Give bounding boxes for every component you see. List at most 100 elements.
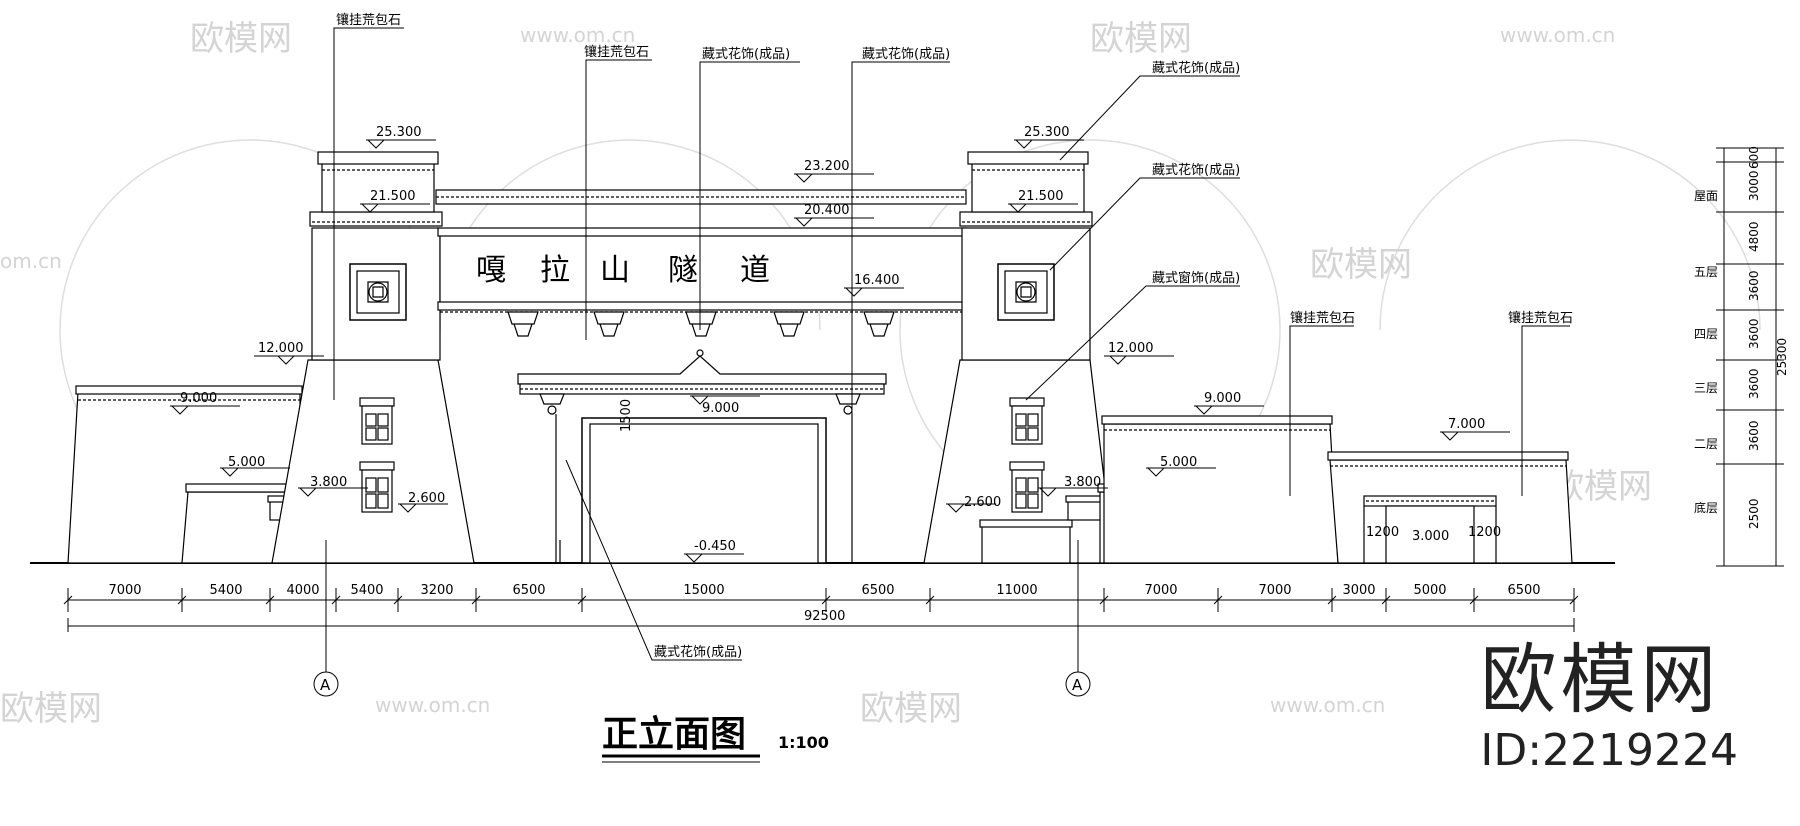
- floor-name: 四层: [1694, 327, 1718, 341]
- elev-small-gate: 3.000: [1412, 529, 1449, 544]
- dim-segment: 6500: [861, 583, 894, 598]
- brand-id: ID:2219224: [1480, 725, 1738, 776]
- right-window-lower: [1009, 461, 1045, 513]
- dim-segment: 5000: [1413, 583, 1446, 598]
- dim-small: 1200: [1366, 525, 1399, 540]
- dim-segment: 5400: [209, 583, 242, 598]
- floor-scale-values: 6003000480036003600360036002500屋面五层四层三层二…: [1694, 146, 1761, 529]
- dim-slash: [471, 595, 481, 605]
- elev-wing: 7.000: [1448, 417, 1485, 432]
- floor-height: 2500: [1747, 498, 1761, 529]
- label-stone-cladding: 镶挂荒包石: [1508, 310, 1573, 326]
- brand-watermark: 欧模网 ID:2219224: [1480, 640, 1738, 776]
- dimension-chain: [63, 588, 1579, 632]
- right-wing-cornice: [1101, 415, 1333, 425]
- label-stone-cladding: 镶挂荒包石: [336, 12, 401, 28]
- elev-step: 5.000: [1160, 455, 1197, 470]
- label-tibetan-ornament: 藏式花饰(成品): [654, 644, 742, 660]
- beam-sign-board: [439, 233, 965, 305]
- elev-wall: 9.000: [1204, 391, 1241, 406]
- watermark-site: www.om.cn: [375, 693, 490, 717]
- dim-slash: [1569, 595, 1579, 605]
- dim-total: 92500: [804, 609, 845, 624]
- elev-step: 3.800: [310, 475, 347, 490]
- watermark-brand: 欧模网: [190, 19, 292, 59]
- right-tower-cornice: [959, 211, 1093, 227]
- sign-char: 隧: [668, 253, 698, 288]
- dim-slash: [1099, 595, 1109, 605]
- small-gate: [1363, 495, 1497, 564]
- dim-slash: [331, 595, 341, 605]
- floor-height: 4800: [1747, 221, 1761, 252]
- dim-slash: [821, 595, 831, 605]
- elev-tower-top: 25.300: [1024, 125, 1070, 140]
- floor-name: 底层: [1694, 500, 1718, 515]
- dim-slash: [1469, 595, 1479, 605]
- elevation-values: 25.300 21.500 23.200 20.400 16.400 25.30…: [180, 125, 1485, 554]
- elev-beam-top: 23.200: [804, 159, 850, 174]
- left-knot-emblem: [349, 263, 407, 321]
- elev-wall: 9.000: [180, 391, 217, 406]
- dim-slash: [1213, 595, 1223, 605]
- floor-total: 25300: [1775, 338, 1789, 376]
- right-window-upper: [1009, 397, 1045, 445]
- floor-height: 3600: [1747, 420, 1761, 451]
- dim-segment: 7000: [1144, 583, 1177, 598]
- dim-slash: [925, 595, 935, 605]
- dim-segment: 5400: [350, 583, 383, 598]
- label-tibetan-ornament: 藏式花饰(成品): [702, 46, 790, 62]
- elev-gate-top: 9.000: [702, 401, 739, 416]
- sign-char: 拉: [540, 253, 570, 288]
- watermark-site-short: om.cn: [0, 249, 62, 273]
- watermark-site: www.om.cn: [520, 23, 635, 47]
- label-stone-cladding: 镶挂荒包石: [1290, 310, 1355, 326]
- watermark-site: www.om.cn: [1270, 693, 1385, 717]
- elev-gate-dim: 1500: [619, 399, 634, 432]
- label-tibetan-ornament: 藏式花饰(成品): [862, 46, 950, 62]
- dim-slash: [265, 595, 275, 605]
- drawing-scale: 1:100: [778, 733, 829, 752]
- dim-segment: 4000: [286, 583, 319, 598]
- dim-slash: [1381, 595, 1391, 605]
- left-tower-cornice: [309, 211, 443, 227]
- dim-slash: [577, 595, 587, 605]
- dim-small: 1200: [1468, 525, 1501, 540]
- sign-char: 嘎: [476, 253, 506, 288]
- floor-name: 屋面: [1694, 189, 1718, 203]
- watermark-brand: 欧模网: [1310, 245, 1412, 285]
- elev-ground: -0.450: [694, 539, 736, 554]
- axis-markers: [313, 540, 1091, 697]
- elev-step: 3.800: [1064, 475, 1101, 490]
- gate-roof: [517, 349, 887, 415]
- floor-height: 3600: [1747, 368, 1761, 399]
- watermark-site: www.om.cn: [1500, 23, 1615, 47]
- dim-slash: [393, 595, 403, 605]
- axis-label-right: A: [1072, 676, 1083, 694]
- sign-char: 山: [600, 253, 630, 288]
- dim-segment: 6500: [512, 583, 545, 598]
- building: 嘎 拉 山 隧 道: [30, 151, 1615, 564]
- axis-label-left: A: [320, 676, 331, 694]
- label-tibetan-ornament: 藏式花饰(成品): [1152, 60, 1240, 76]
- floor-name: 三层: [1694, 381, 1718, 395]
- left-window-upper: [359, 397, 395, 445]
- floor-height: 600: [1747, 146, 1761, 169]
- elev-step: 5.000: [228, 455, 265, 470]
- small-gate-dims: 1200 1200: [1366, 525, 1501, 540]
- label-tibetan-ornament: 藏式花饰(成品): [1152, 162, 1240, 178]
- label-window-ornament: 藏式窗饰(成品): [1152, 270, 1240, 286]
- dim-segment: 7000: [108, 583, 141, 598]
- dim-segment: 6500: [1507, 583, 1540, 598]
- far-right-cornice: [1327, 451, 1569, 461]
- left-wing-cornice: [75, 385, 303, 395]
- dim-segment: 3200: [420, 583, 453, 598]
- elev-tower-top: 25.300: [376, 125, 422, 140]
- watermark-brand: 欧模网: [0, 689, 102, 729]
- elev-tower-base: 12.000: [1108, 341, 1154, 356]
- callout-labels: 镶挂荒包石 镶挂荒包石 藏式花饰(成品) 藏式花饰(成品) 藏式花饰(成品) 藏…: [336, 12, 1573, 660]
- elev-beam-low: 16.400: [854, 273, 900, 288]
- left-window-lower: [359, 461, 395, 513]
- elev-step: 2.600: [408, 491, 445, 506]
- dim-slash: [177, 595, 187, 605]
- dim-slash: [63, 595, 73, 605]
